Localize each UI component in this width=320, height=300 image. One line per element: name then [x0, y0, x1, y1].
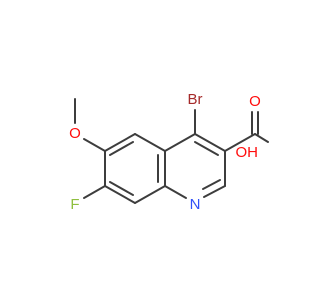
fluorine-label: F: [70, 196, 79, 213]
bond-c5-c6: [104, 133, 136, 152]
molecule-structure: Br O O OH F N: [69, 91, 269, 213]
carbonyl-oxygen-label: O: [249, 93, 261, 110]
bond-c7-c8-inner: [109, 181, 134, 196]
bromine-label: Br: [188, 91, 203, 108]
atom-labels: Br O O OH F N: [69, 91, 261, 213]
bond-c7-f: [83, 185, 106, 199]
bond-c6-o-methoxy: [83, 138, 106, 152]
bond-c3-c4: [194, 133, 226, 152]
bond-c8a-n1: [164, 185, 187, 199]
hydroxyl-label: OH: [236, 144, 259, 161]
bond-c4-c4a: [164, 133, 196, 152]
bond-c7-c8: [104, 185, 136, 204]
nitrogen-label: N: [190, 196, 201, 213]
bond-n1-c2: [203, 185, 226, 198]
bond-c3-c4-inner: [194, 141, 219, 156]
bond-c4a-c5: [134, 133, 166, 152]
methoxy-oxygen-label: O: [69, 125, 81, 142]
bonds: [74, 98, 269, 204]
bond-c5-c6-inner: [109, 141, 134, 156]
bond-n1-c2-inner: [202, 179, 221, 190]
bond-c8-c8a: [134, 185, 166, 204]
bond-c3-cooh: [224, 133, 256, 152]
bond-cooh-oh: [254, 133, 269, 143]
